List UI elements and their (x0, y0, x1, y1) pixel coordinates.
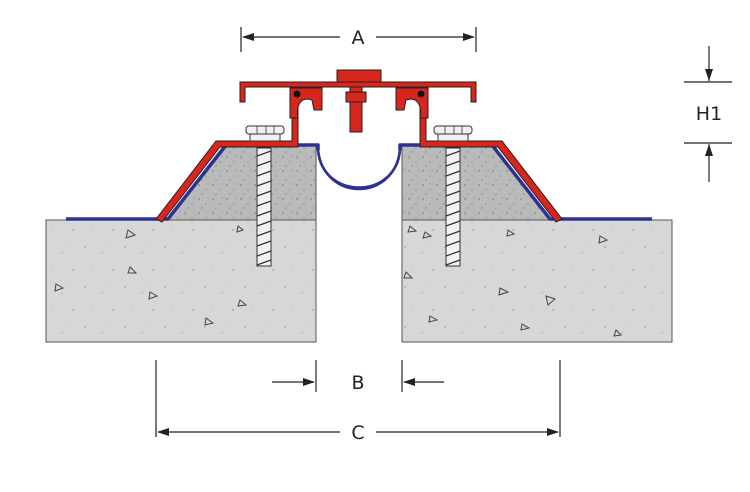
dimension-h1 (684, 46, 732, 182)
dimension-b-label: B (351, 372, 364, 394)
left-pivot-pin (293, 90, 301, 98)
dimension-c (155, 360, 561, 437)
dimension-a (240, 27, 477, 52)
left-concrete-slab (45, 219, 317, 343)
right-anchor-bolt (445, 147, 461, 267)
dimension-h1-label: H1 (696, 103, 722, 125)
flexible-seal (316, 149, 402, 191)
left-anchor-bolt (256, 147, 272, 267)
right-bolt-head (433, 125, 473, 142)
left-bolt-head (245, 125, 285, 142)
dimension-c-label: C (351, 422, 364, 444)
waterproof-membrane (66, 143, 652, 221)
dimension-b (272, 360, 444, 392)
right-concrete-slab (401, 219, 673, 343)
dimension-a-label: A (352, 27, 365, 49)
right-pivot-pin (417, 90, 425, 98)
